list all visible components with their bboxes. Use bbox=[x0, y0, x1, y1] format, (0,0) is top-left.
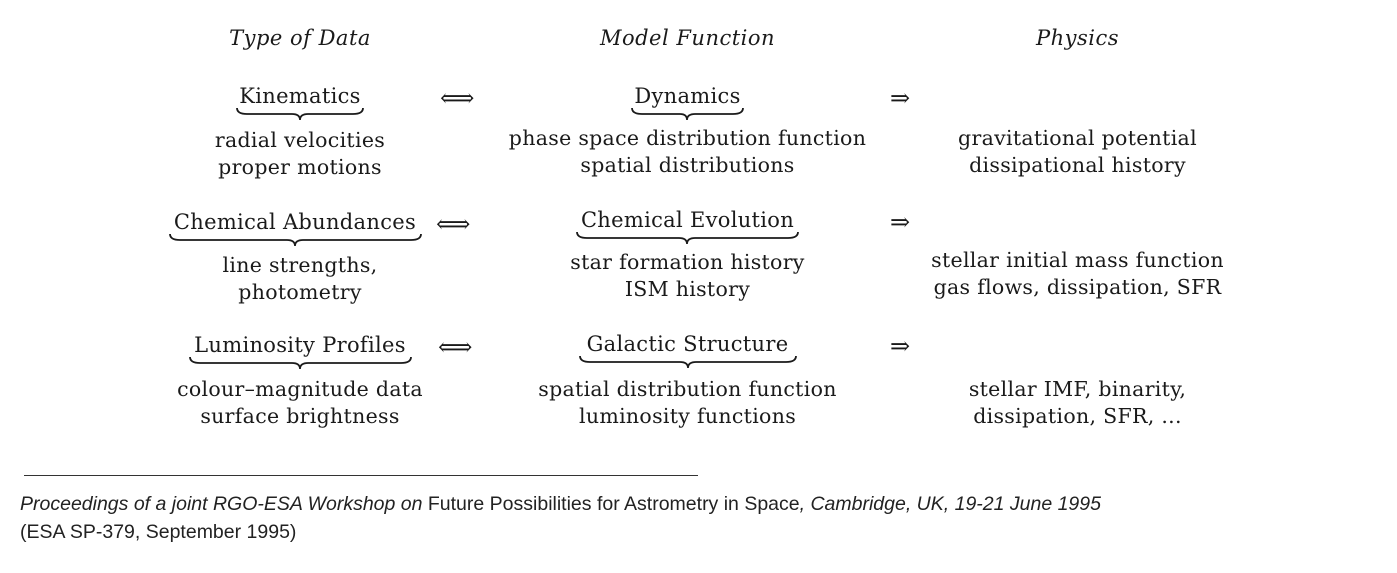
data-line: photometry bbox=[238, 280, 362, 304]
physics-lines: gravitational potential dissipational hi… bbox=[905, 125, 1250, 179]
physics-line: dissipation, SFR, ... bbox=[973, 404, 1182, 428]
footnote-location-date: , Cambridge, UK, 19-21 June 1995 bbox=[799, 493, 1101, 515]
model-title-galactic-structure: Galactic Structure bbox=[470, 332, 905, 370]
header-type-of-data: Type of Data bbox=[229, 26, 371, 50]
footnote-rule bbox=[24, 475, 698, 476]
header-physics: Physics bbox=[1035, 26, 1120, 50]
data-lines: line strengths, photometry bbox=[140, 252, 460, 306]
underbrace-icon bbox=[168, 233, 422, 247]
model-lines: star formation history ISM history bbox=[470, 249, 905, 303]
physics-lines: stellar initial mass function gas flows,… bbox=[905, 247, 1250, 301]
model-line: spatial distributions bbox=[580, 153, 795, 177]
implies-arrow: ⇒ bbox=[890, 208, 911, 236]
data-title-luminosity-profiles: Luminosity Profiles bbox=[140, 333, 460, 371]
proceedings-footnote: Proceedings of a joint RGO-ESA Workshop … bbox=[20, 490, 1390, 546]
underbrace-icon bbox=[631, 107, 744, 121]
equivalence-arrow: ⟺ bbox=[438, 333, 473, 361]
data-line: surface brightness bbox=[200, 404, 400, 428]
data-title-text: Kinematics bbox=[239, 84, 361, 108]
model-line: phase space distribution function bbox=[508, 126, 867, 150]
model-line: luminosity functions bbox=[578, 404, 797, 428]
model-title-text: Dynamics bbox=[634, 84, 741, 108]
physics-line: stellar initial mass function bbox=[931, 248, 1224, 272]
model-line: star formation history bbox=[570, 250, 805, 274]
footnote-line-2: (ESA SP-379, September 1995) bbox=[20, 521, 297, 543]
equivalence-arrow: ⟺ bbox=[440, 84, 475, 112]
model-title-dynamics: Dynamics bbox=[470, 84, 905, 122]
implies-arrow: ⇒ bbox=[890, 84, 911, 112]
footnote-workshop-title: Future Possibilities for Astrometry in S… bbox=[422, 493, 800, 515]
data-lines: radial velocities proper motions bbox=[140, 127, 460, 181]
data-line: colour–magnitude data bbox=[177, 377, 423, 401]
model-title-text: Galactic Structure bbox=[586, 332, 789, 356]
underbrace-icon bbox=[188, 356, 412, 370]
underbrace-icon bbox=[236, 107, 364, 121]
data-title-text: Chemical Abundances bbox=[173, 210, 417, 234]
data-title-text: Luminosity Profiles bbox=[194, 333, 406, 357]
data-line: proper motions bbox=[218, 155, 382, 179]
data-line: radial velocities bbox=[214, 128, 386, 152]
header-model-function: Model Function bbox=[599, 26, 776, 50]
physics-line: dissipational history bbox=[969, 153, 1186, 177]
underbrace-icon bbox=[576, 231, 799, 245]
model-title-text: Chemical Evolution bbox=[580, 208, 795, 232]
model-lines: spatial distribution function luminosity… bbox=[470, 376, 905, 430]
physics-line: gas flows, dissipation, SFR bbox=[933, 275, 1222, 299]
model-line: spatial distribution function bbox=[538, 377, 837, 401]
model-line: ISM history bbox=[624, 277, 751, 301]
implies-arrow: ⇒ bbox=[890, 332, 911, 360]
physics-line: gravitational potential bbox=[958, 126, 1197, 150]
equivalence-arrow: ⟺ bbox=[436, 210, 471, 238]
underbrace-icon bbox=[578, 355, 797, 369]
model-lines: phase space distribution function spatia… bbox=[470, 125, 905, 179]
footnote-line-1: Proceedings of a joint RGO-ESA Workshop … bbox=[20, 490, 1390, 518]
data-title-chemical-abundances: Chemical Abundances bbox=[125, 210, 465, 248]
data-lines: colour–magnitude data surface brightness bbox=[140, 376, 460, 430]
physics-line: stellar IMF, binarity, bbox=[968, 377, 1187, 401]
data-title-kinematics: Kinematics bbox=[140, 84, 460, 122]
physics-lines: stellar IMF, binarity, dissipation, SFR,… bbox=[905, 376, 1250, 430]
data-line: line strengths, bbox=[222, 253, 378, 277]
model-title-chemical-evolution: Chemical Evolution bbox=[470, 208, 905, 246]
footnote-proceedings: Proceedings of a joint RGO-ESA Workshop … bbox=[20, 493, 423, 515]
